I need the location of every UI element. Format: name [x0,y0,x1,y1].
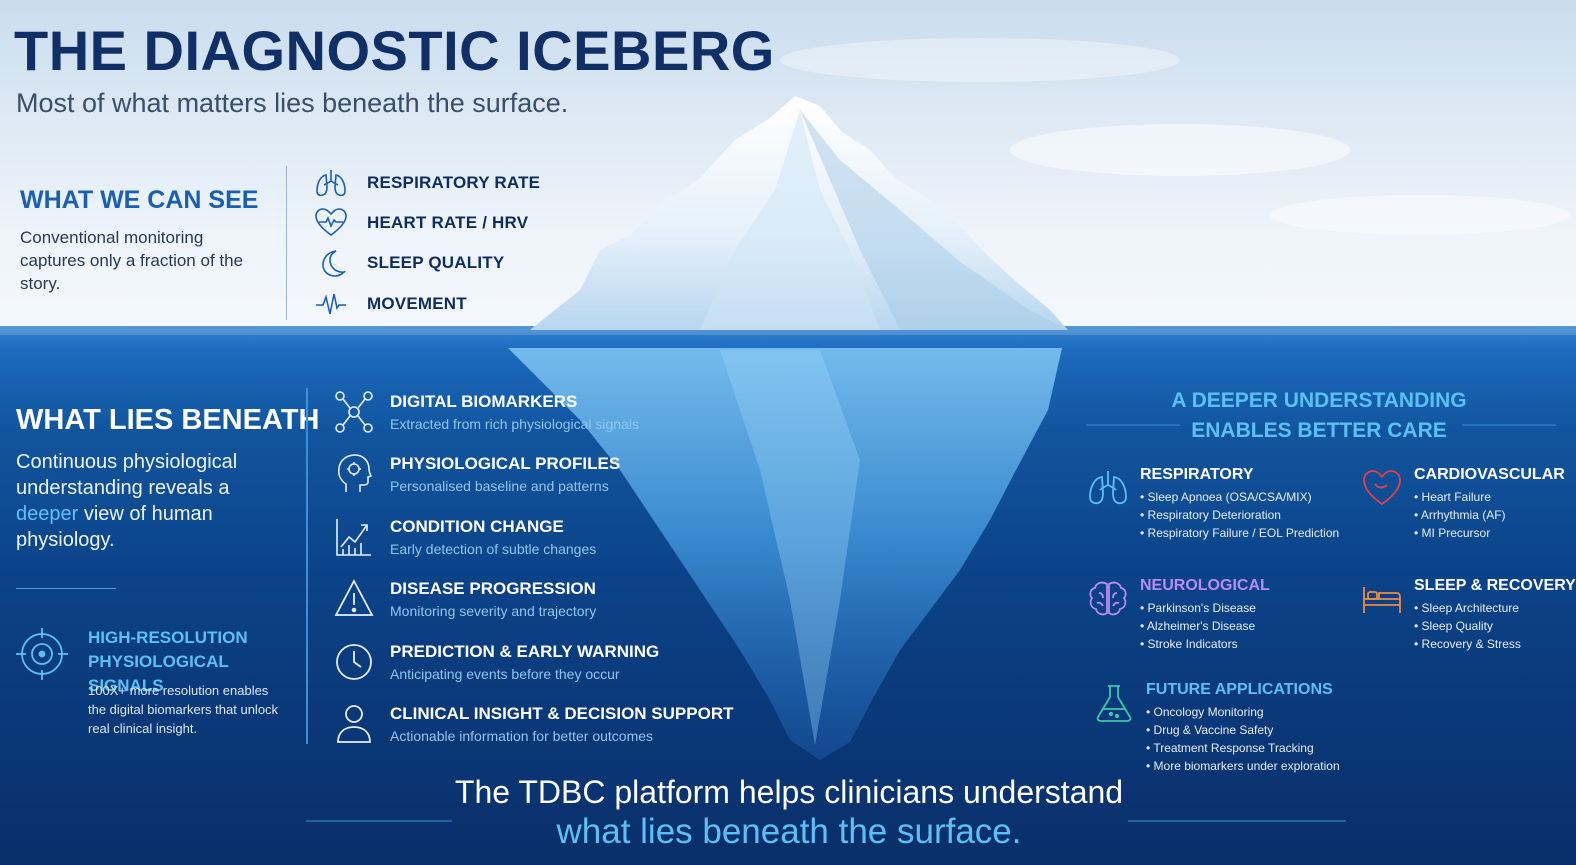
beneath-item-subtitle: Personalised baseline and patterns [390,478,609,494]
see-item-label: SLEEP QUALITY [367,253,505,272]
list-item: Parkinson's Disease [1140,599,1256,617]
see-item-label: MOVEMENT [367,294,467,313]
beneath-description-text: view of human physiology. [16,503,213,551]
see-divider [286,166,287,320]
list-item: Recovery & Stress [1414,635,1521,653]
see-item-movement: MOVEMENT [312,286,467,322]
heart-pulse-icon [312,206,350,240]
beneath-item-physiological-profiles: PHYSIOLOGICAL PROFILES Personalised base… [334,452,734,502]
see-heading: WHAT WE CAN SEE [20,186,259,214]
lungs-icon [312,166,350,200]
brain-icon [1086,577,1130,621]
beneath-column-divider [306,388,308,744]
target-icon [14,626,70,682]
list-item: Arrhythmia (AF) [1414,506,1506,524]
beneath-item-subtitle: Anticipating events before they occur [390,666,620,682]
category-list: Sleep Architecture Sleep Quality Recover… [1414,599,1521,653]
category-title: RESPIRATORY [1140,466,1254,483]
trend-chart-icon [334,515,374,559]
beneath-item-subtitle: Monitoring severity and trajectory [390,603,597,619]
see-item-heart-rate: HEART RATE / HRV [312,205,528,241]
list-item: Alzheimer's Disease [1140,617,1256,635]
beneath-item-title: PREDICTION & EARLY WARNING [390,642,660,661]
beneath-description: Continuous physiological understanding r… [16,449,276,553]
see-item-respiratory-rate: RESPIRATORY RATE [312,165,540,201]
iceberg-underwater [508,348,1062,760]
footer-highlight: what lies beneath the surface. [556,812,1022,851]
list-item: Oncology Monitoring [1146,703,1340,721]
beneath-item-disease-progression: DISEASE PROGRESSION Monitoring severity … [334,577,734,627]
list-item: Sleep Apnoea (OSA/CSA/MIX) [1140,488,1339,506]
deeper-heading-line: ENABLES BETTER CARE [1191,419,1447,442]
beneath-item-digital-biomarkers: DIGITAL BIOMARKERS Extracted from rich p… [334,390,734,440]
category-title: CARDIOVASCULAR [1414,466,1565,483]
category-list: Sleep Apnoea (OSA/CSA/MIX) Respiratory D… [1140,488,1340,542]
beneath-item-title: DISEASE PROGRESSION [390,579,596,598]
category-list: Heart Failure Arrhythmia (AF) MI Precurs… [1414,488,1506,542]
deeper-heading: A DEEPER UNDERSTANDING ENABLES BETTER CA… [1158,386,1480,446]
beneath-item-title: CONDITION CHANGE [390,517,564,536]
hires-description: 100X+ more resolution enables the digita… [88,683,279,736]
beneath-item-prediction: PREDICTION & EARLY WARNING Anticipating … [334,640,734,690]
beneath-highlight: deeper [16,503,79,525]
category-title: FUTURE APPLICATIONS [1146,681,1333,698]
iceberg-shadow [800,110,1068,330]
list-item: Sleep Architecture [1414,599,1521,617]
deeper-heading-line: A DEEPER UNDERSTANDING [1171,389,1467,412]
list-item: Treatment Response Tracking [1146,739,1340,757]
water-surface [0,326,1576,348]
list-item: Stroke Indicators [1140,635,1256,653]
category-list: Parkinson's Disease Alzheimer's Disease … [1140,599,1256,653]
person-icon [334,702,374,746]
category-title: NEUROLOGICAL [1140,577,1270,594]
list-item: Sleep Quality [1414,617,1521,635]
beneath-heading: WHAT LIES BENEATH [16,404,320,436]
beneath-description-text: Continuous physiological understanding r… [16,451,238,499]
moon-icon [312,246,350,280]
beneath-item-title: DIGITAL BIOMARKERS [390,392,578,411]
list-item: Heart Failure [1414,488,1506,506]
lungs-icon [1086,466,1130,510]
category-title: SLEEP & RECOVERY [1414,577,1576,594]
list-item: More biomarkers under exploration [1146,757,1340,775]
page-subtitle: Most of what matters lies beneath the su… [16,88,569,118]
see-description: Conventional monitoring captures only a … [20,228,244,293]
iceberg-underwater-facet [720,350,860,745]
beneath-item-title: PHYSIOLOGICAL PROFILES [390,454,621,473]
hires-heading: HIGH-RESOLUTION PHYSIOLOGICAL SIGNALS [88,628,248,695]
cloud [1270,195,1570,235]
clock-icon [334,640,374,684]
head-profile-icon [334,452,374,496]
list-item: Respiratory Deterioration [1140,506,1339,524]
see-item-label: RESPIRATORY RATE [367,173,541,192]
cloud [780,38,1180,82]
beneath-item-clinical-insight: CLINICAL INSIGHT & DECISION SUPPORT Acti… [334,702,734,752]
network-nodes-icon [334,390,374,434]
page-title: THE DIAGNOSTIC ICEBERG [14,19,775,82]
beneath-item-subtitle: Actionable information for better outcom… [390,728,654,744]
category-list: Oncology Monitoring Drug & Vaccine Safet… [1146,703,1340,775]
beneath-item-title: CLINICAL INSIGHT & DECISION SUPPORT [390,704,734,723]
flask-icon [1092,681,1136,725]
beneath-item-subtitle: Early detection of subtle changes [390,541,597,557]
footer-line: The TDBC platform helps clinicians under… [454,774,1124,810]
heart-icon [1360,466,1404,510]
list-item: MI Precursor [1414,524,1506,542]
list-item: Drug & Vaccine Safety [1146,721,1340,739]
warning-icon [334,577,374,621]
bed-icon [1360,577,1404,621]
beneath-item-subtitle: Extracted from rich physiological signal… [390,416,639,432]
beneath-divider [16,588,116,589]
iceberg-ridge [700,110,880,330]
cloud [1010,124,1350,176]
see-item-label: HEART RATE / HRV [367,213,529,232]
waveform-icon [312,287,350,321]
see-item-sleep-quality: SLEEP QUALITY [312,245,504,281]
list-item: Respiratory Failure / EOL Prediction [1140,524,1340,542]
beneath-item-condition-change: CONDITION CHANGE Early detection of subt… [334,515,734,565]
